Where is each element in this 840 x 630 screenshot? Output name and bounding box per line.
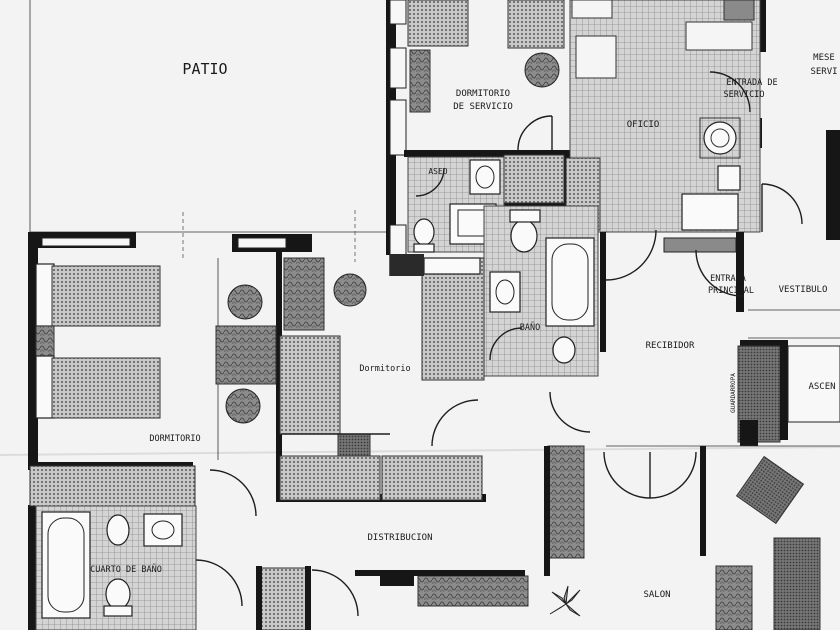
service-bedroom-furniture bbox=[407, 0, 565, 151]
label-guardarropa: GUARDARROPA bbox=[730, 373, 737, 413]
label-dormitorio-servicio-1: DORMITORIO bbox=[456, 89, 510, 99]
label-vestibulo: VESTIBULO bbox=[779, 285, 828, 295]
distribucion-doors bbox=[209, 469, 359, 617]
wardrobes bbox=[29, 445, 585, 630]
label-patio: PATIO bbox=[182, 60, 227, 78]
salon-furniture bbox=[549, 446, 821, 630]
label-distribucion: DISTRIBUCION bbox=[367, 533, 432, 543]
oficio-floor bbox=[569, 0, 803, 233]
label-entrada-principal-1: ENTRADA bbox=[710, 274, 746, 284]
label-salon: SALON bbox=[643, 590, 670, 600]
dormitorio-center-furniture bbox=[279, 254, 485, 457]
label-ascensor: ASCEN bbox=[808, 382, 835, 392]
label-bano: BAÑO bbox=[520, 322, 540, 333]
cuarto-bano-room bbox=[35, 505, 243, 630]
label-dormitorio-servicio-2: DE SERVICIO bbox=[453, 102, 513, 112]
label-oficio: OFICIO bbox=[627, 120, 660, 130]
recibidor-area bbox=[549, 229, 840, 499]
label-entrada-servicio-1: ENTRADA DE bbox=[726, 78, 777, 88]
label-mese-2: SERVI bbox=[810, 67, 837, 77]
room-labels: PATIO DORMITORIO DE SERVICIO ASEO OFICIO… bbox=[90, 53, 837, 600]
label-dormitorio-left: DORMITORIO bbox=[149, 434, 200, 444]
label-dormitorio-center: Dormitorio bbox=[359, 364, 410, 374]
plant-icon bbox=[549, 585, 581, 617]
dormitorio-left-furniture bbox=[35, 258, 277, 460]
label-cuarto-bano: CUARTO DE BAÑO bbox=[90, 564, 162, 575]
label-mese-1: MESE bbox=[813, 53, 835, 63]
label-entrada-servicio-2: SERVICIO bbox=[724, 90, 765, 100]
label-recibidor: RECIBIDOR bbox=[646, 341, 695, 351]
label-entrada-principal-2: PRINCIPAL bbox=[708, 286, 754, 296]
bano-room bbox=[483, 205, 599, 377]
label-aseo: ASEO bbox=[428, 167, 447, 176]
